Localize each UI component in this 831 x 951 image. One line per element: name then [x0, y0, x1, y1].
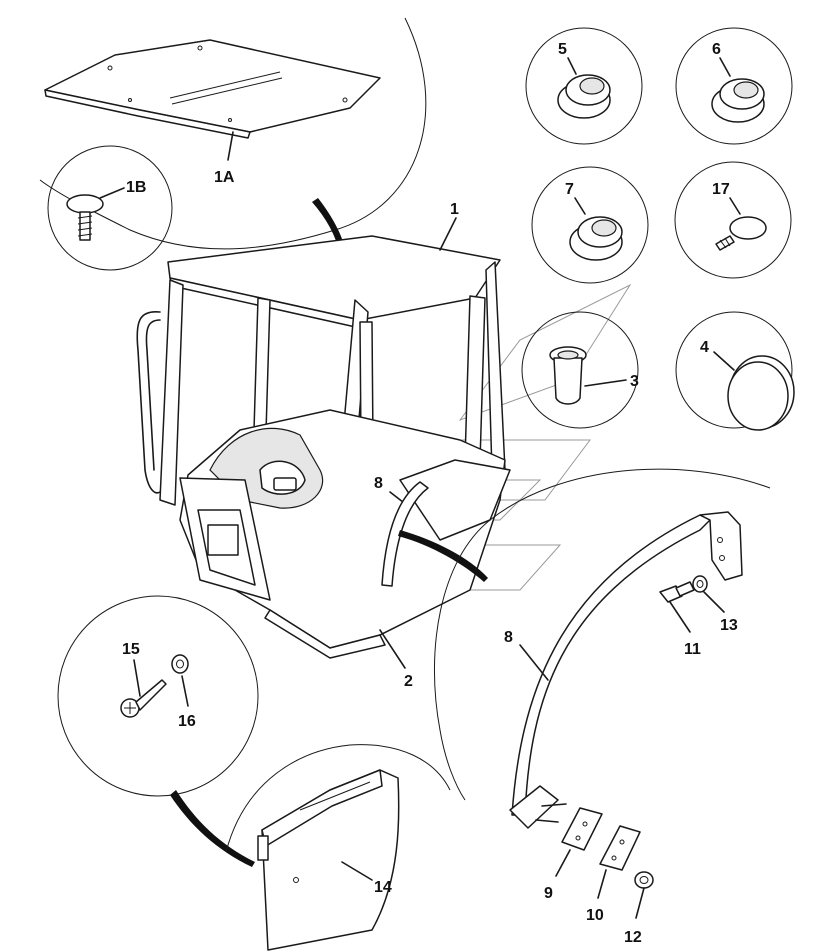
- leader-9: [555, 849, 571, 877]
- leader-14: [341, 861, 373, 881]
- leader-15: [133, 659, 141, 697]
- cab-frame: [136, 235, 511, 659]
- detail-circle-15-16: [57, 595, 259, 797]
- leader-1a: [227, 131, 234, 161]
- leader-16: [181, 675, 189, 707]
- washer-13: [692, 575, 708, 593]
- bolt-11: [659, 581, 695, 603]
- label-8-cab: 8: [374, 475, 383, 492]
- grommet-7-detail: [531, 166, 649, 284]
- label-12: 12: [624, 929, 642, 946]
- nut-12: [634, 871, 654, 889]
- label-3: 3: [630, 373, 639, 390]
- leader-3: [584, 379, 627, 387]
- detail-circle-1b: [47, 145, 173, 271]
- label-1a: 1A: [214, 169, 235, 186]
- leader-8-detail: [519, 644, 549, 681]
- label-4: 4: [700, 339, 709, 356]
- screw-15: [120, 679, 167, 718]
- leader-6: [719, 57, 731, 77]
- leader-2: [379, 629, 406, 669]
- leader-4: [713, 351, 735, 371]
- label-11: 11: [684, 641, 701, 658]
- grommet-6-detail: [675, 27, 793, 145]
- roof-panel-1a: [44, 39, 381, 139]
- leader-1: [439, 217, 457, 251]
- leader-12: [635, 887, 645, 919]
- leader-17: [729, 197, 741, 215]
- grommet-5-detail: [525, 27, 643, 145]
- label-15: 15: [122, 641, 140, 658]
- leader-11: [669, 601, 691, 633]
- label-16: 16: [178, 713, 196, 730]
- plate-10: [599, 825, 641, 871]
- side-panel-14: [257, 769, 400, 951]
- callout-arc-panel: [225, 744, 451, 853]
- clip-17-detail: [674, 161, 792, 279]
- leader-5: [567, 57, 577, 75]
- rail-8-in-cab: [381, 481, 429, 587]
- label-8-detail: 8: [504, 629, 513, 646]
- label-14: 14: [374, 879, 392, 896]
- label-9: 9: [544, 885, 553, 902]
- plate-9: [561, 807, 603, 851]
- pointer-arrow-handrail: [398, 530, 488, 582]
- label-17: 17: [712, 181, 730, 198]
- bushing-3-detail: [521, 311, 639, 429]
- label-7: 7: [565, 181, 574, 198]
- pointer-arrow-panel: [170, 790, 255, 867]
- callout-arc-handrail: [433, 468, 771, 801]
- label-2: 2: [404, 673, 413, 690]
- leader-13: [703, 591, 725, 613]
- label-1: 1: [450, 201, 459, 218]
- leader-1b: [99, 187, 125, 199]
- label-1b: 1B: [126, 179, 146, 196]
- label-13: 13: [720, 617, 738, 634]
- screw-1b: [66, 194, 104, 241]
- label-5: 5: [558, 41, 567, 58]
- leader-10: [597, 869, 607, 899]
- leader-7: [574, 197, 586, 215]
- label-6: 6: [712, 41, 721, 58]
- plug-4-detail: [675, 311, 795, 431]
- label-10: 10: [586, 907, 604, 924]
- washer-16: [171, 654, 189, 674]
- handrail-8: [509, 511, 743, 829]
